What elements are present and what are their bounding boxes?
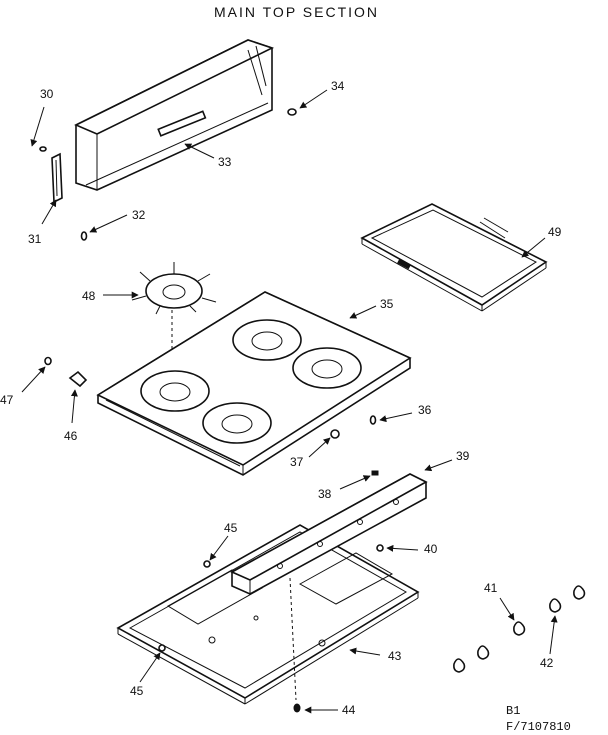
label-42: 42 bbox=[540, 656, 554, 670]
label-43: 43 bbox=[388, 649, 402, 663]
label-39: 39 bbox=[456, 449, 470, 463]
burner-box bbox=[116, 524, 420, 705]
manifold-bracket bbox=[230, 473, 428, 595]
label-48: 48 bbox=[82, 289, 96, 303]
drawing-code-line-1: B1 bbox=[506, 704, 520, 718]
leader-lines bbox=[21, 89, 558, 714]
cooktop bbox=[96, 291, 412, 476]
label-45-upper: 45 bbox=[224, 521, 238, 535]
label-44: 44 bbox=[342, 703, 356, 717]
label-32: 32 bbox=[132, 208, 146, 222]
screw-32 bbox=[80, 231, 88, 241]
cover-tray bbox=[360, 203, 548, 312]
screw-37 bbox=[330, 429, 340, 439]
label-49: 49 bbox=[548, 225, 562, 239]
burner-grate bbox=[131, 262, 217, 315]
label-35: 35 bbox=[380, 297, 394, 311]
label-37: 37 bbox=[290, 455, 304, 469]
control-knobs bbox=[453, 585, 586, 673]
diagram-title: MAIN TOP SECTION bbox=[214, 4, 379, 20]
screw-45-lower bbox=[158, 644, 166, 652]
screw-34 bbox=[287, 108, 297, 116]
clip-46 bbox=[68, 370, 88, 388]
screw-45-upper bbox=[203, 560, 211, 568]
screw-36 bbox=[369, 415, 377, 425]
label-45-lower: 45 bbox=[130, 684, 144, 698]
screw-40 bbox=[376, 544, 384, 552]
screw-47 bbox=[44, 356, 52, 366]
part-number-labels: 30 31 32 33 34 35 36 37 38 39 40 41 42 4… bbox=[0, 79, 562, 717]
backguard-panel bbox=[74, 39, 275, 191]
label-47: 47 bbox=[0, 393, 14, 407]
screw-44 bbox=[293, 703, 301, 713]
bracket-guide-line bbox=[289, 577, 297, 701]
label-46: 46 bbox=[64, 429, 78, 443]
label-41: 41 bbox=[484, 581, 498, 595]
label-30: 30 bbox=[40, 87, 54, 101]
label-31: 31 bbox=[28, 232, 42, 246]
screw-38 bbox=[371, 470, 379, 476]
drawing-code-line-2: F/7107810 bbox=[506, 720, 571, 734]
label-33: 33 bbox=[218, 155, 232, 169]
label-34: 34 bbox=[331, 79, 345, 93]
label-36: 36 bbox=[418, 403, 432, 417]
label-38: 38 bbox=[318, 487, 332, 501]
screw-30 bbox=[39, 146, 47, 152]
end-cap bbox=[51, 152, 63, 204]
label-40: 40 bbox=[424, 542, 438, 556]
